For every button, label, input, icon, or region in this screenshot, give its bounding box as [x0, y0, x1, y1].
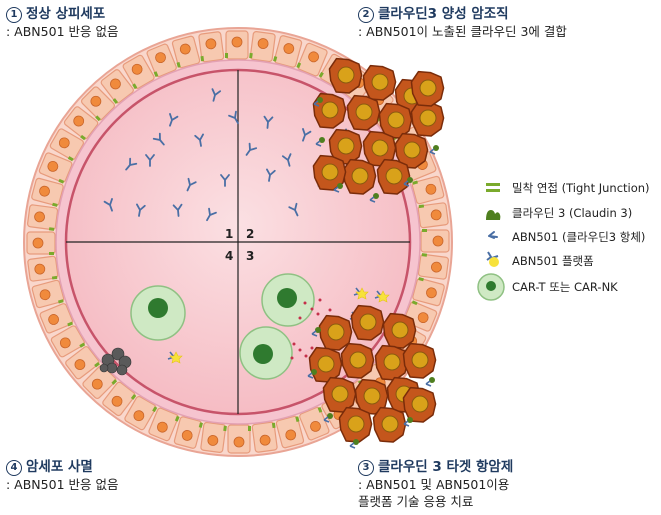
claudin3-marker — [353, 439, 359, 445]
epithelial-cell — [201, 422, 227, 453]
tumor-cell — [329, 59, 361, 93]
epithelial-cell — [27, 232, 55, 255]
epithelial-cell — [27, 205, 58, 231]
granule — [299, 349, 302, 352]
quadrant-4-num-icon: 4 — [6, 460, 22, 476]
tumor-cell — [309, 348, 341, 382]
granule — [319, 299, 322, 302]
granule — [317, 313, 320, 316]
abn501-platform-icon — [487, 252, 499, 267]
bound-antibody — [350, 443, 355, 448]
epithelial-cell — [27, 256, 58, 282]
tumor-cell — [339, 408, 371, 442]
quadrant-3-title-text: 클라우딘 3 타겟 항암제 — [378, 459, 513, 475]
claudin3-marker — [315, 327, 321, 333]
quadrant-4-title-text: 암세포 사멸 — [26, 459, 93, 475]
granule — [304, 302, 307, 305]
epithelial-cell — [228, 425, 251, 453]
legend-label-claudin3: 클라우딘 3 (Claudin 3) — [512, 205, 632, 221]
quadrant-marker-1: 1 — [225, 227, 233, 241]
claudin3-marker — [311, 369, 317, 375]
car-cell-icon — [478, 274, 504, 300]
epithelial-cell — [418, 202, 449, 228]
tumor-cell — [375, 346, 407, 380]
quadrant-marker-2: 2 — [246, 227, 254, 241]
quadrant-2-title-text: 클라우딘3 양성 암조직 — [378, 6, 509, 22]
quadrant-1-desc: : ABN501 반응 없음 — [6, 23, 118, 40]
quadrant-marker-3: 3 — [246, 249, 254, 263]
bound-antibody — [426, 381, 431, 386]
tumor-cell — [351, 306, 383, 340]
car-cell — [131, 286, 185, 340]
epithelial-cell — [421, 229, 449, 252]
tumor-cell — [377, 160, 409, 194]
quadrant-1-num-icon: 1 — [6, 7, 22, 23]
epithelial-cell — [198, 31, 224, 62]
tumor-cell — [403, 344, 435, 378]
car-cell — [262, 274, 314, 326]
epithelial-cell — [249, 31, 275, 62]
tumor-cell — [373, 408, 405, 442]
quadrant-3-desc-line-1: : ABN501 및 ABN501이용 — [358, 476, 513, 493]
claudin3-marker — [407, 177, 413, 183]
quadrant-marker-4: 4 — [225, 249, 233, 263]
granule — [293, 343, 296, 346]
legend-icons — [478, 183, 504, 300]
quadrant-1-title: 1정상 상피세포 — [6, 6, 118, 23]
epithelial-cell — [252, 422, 278, 453]
legend-label-abn501: ABN501 (클라우딘3 항체) — [512, 229, 645, 245]
quadrant-4-title: 4암세포 사멸 — [6, 459, 118, 476]
quadrant-2-num-icon: 2 — [358, 7, 374, 23]
legend-label-car-cell: CAR-T 또는 CAR-NK — [512, 279, 618, 295]
car-cell — [240, 327, 292, 379]
tumor-cell — [347, 96, 379, 130]
tumor-cell — [403, 388, 435, 422]
quadrant-2-desc: : ABN501이 노출된 클라우딘 3에 결합 — [358, 23, 567, 40]
tumor-cell — [323, 378, 355, 412]
granule — [305, 355, 308, 358]
legend-label-tight-junction: 밀착 연접 (Tight Junction) — [512, 180, 650, 196]
granule — [299, 317, 302, 320]
claudin3-marker — [373, 193, 379, 199]
epithelial-cell — [418, 253, 449, 279]
epithelial-cell — [225, 31, 248, 59]
claudin3-marker — [433, 145, 439, 151]
claudin3-icon — [486, 210, 500, 220]
claudin3-marker — [327, 413, 333, 419]
quadrant-1-label: 1정상 상피세포 : ABN501 반응 없음 — [6, 6, 118, 40]
granule — [311, 308, 314, 311]
quadrant-3-num-icon: 3 — [358, 460, 374, 476]
claudin3-marker — [407, 417, 413, 423]
granule — [311, 347, 314, 350]
quadrant-1-title-text: 정상 상피세포 — [26, 6, 105, 22]
claudin3-marker — [337, 183, 343, 189]
claudin3-marker — [429, 377, 435, 383]
quadrant-3-desc-line-2: 플랫폼 기술 응용 치료 — [358, 493, 513, 510]
tumor-cell — [411, 102, 443, 136]
claudin3-marker — [317, 97, 323, 103]
granule — [329, 309, 332, 312]
tumor-cell — [411, 72, 443, 106]
quadrant-4-desc: : ABN501 반응 없음 — [6, 476, 118, 493]
tight-junction-icon — [486, 183, 500, 192]
tumor-cell — [343, 160, 375, 194]
granule — [291, 357, 294, 360]
quadrant-2-title: 2클라우딘3 양성 암조직 — [358, 6, 567, 23]
tumor-cell — [363, 66, 395, 100]
abn501-antibody-icon — [489, 232, 497, 238]
legend-label-abn501-platform: ABN501 플랫폼 — [512, 253, 594, 269]
claudin3-marker — [319, 137, 325, 143]
tumor-cell — [341, 344, 373, 378]
